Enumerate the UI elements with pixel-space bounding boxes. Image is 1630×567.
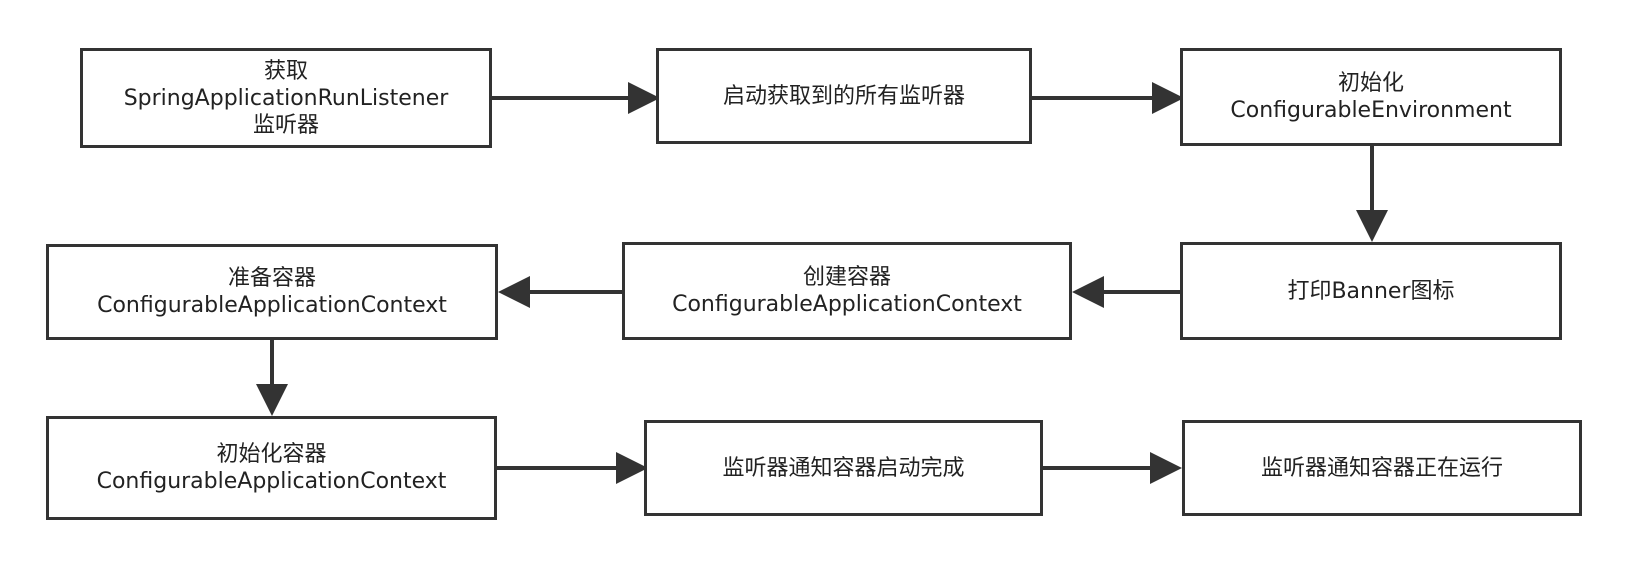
node-label-line: ConfigurableApplicationContext bbox=[97, 293, 447, 318]
node-prepare-context: 准备容器 ConfigurableApplicationContext bbox=[46, 244, 498, 340]
node-label-line: 获取 bbox=[263, 58, 308, 84]
node-refresh-context: 初始化容器 ConfigurableApplicationContext bbox=[46, 416, 497, 520]
node-label-line: 监听器通知容器启动完成 bbox=[722, 455, 965, 481]
node-label-line: 监听器 bbox=[252, 112, 319, 138]
node-get-run-listeners: 获取 SpringApplicationRunListener 监听器 bbox=[80, 48, 492, 148]
node-listener-running: 监听器通知容器正在运行 bbox=[1182, 420, 1582, 516]
node-label-line: 监听器通知容器正在运行 bbox=[1260, 455, 1503, 481]
node-label-line: 初始化 bbox=[1337, 71, 1404, 96]
node-start-listeners: 启动获取到的所有监听器 bbox=[656, 48, 1032, 144]
node-create-context: 创建容器 ConfigurableApplicationContext bbox=[622, 242, 1072, 340]
node-label-line: 准备容器 bbox=[227, 266, 316, 291]
node-listener-started: 监听器通知容器启动完成 bbox=[644, 420, 1043, 516]
node-label-line: 创建容器 bbox=[802, 265, 891, 290]
node-label-line: ConfigurableApplicationContext bbox=[96, 469, 447, 494]
node-label-line: ConfigurableApplicationContext bbox=[672, 292, 1022, 317]
node-label-line: SpringApplicationRunListener bbox=[123, 85, 449, 111]
node-init-environment: 初始化 ConfigurableEnvironment bbox=[1180, 48, 1562, 146]
node-label-line: 打印Banner图标 bbox=[1287, 278, 1455, 304]
node-label-line: ConfigurableEnvironment bbox=[1230, 98, 1512, 123]
node-label-line: 初始化容器 bbox=[216, 442, 327, 467]
node-label-line: 启动获取到的所有监听器 bbox=[722, 83, 965, 109]
node-print-banner: 打印Banner图标 bbox=[1180, 242, 1562, 340]
